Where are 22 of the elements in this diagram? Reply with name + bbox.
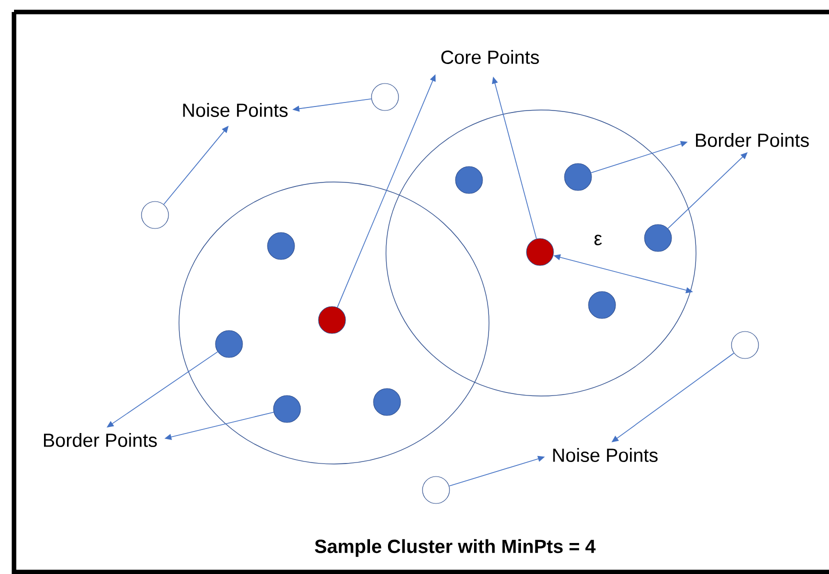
point <box>455 166 483 194</box>
label: Noise Points <box>553 448 658 462</box>
point <box>731 331 759 359</box>
point <box>215 330 243 358</box>
label: Border Points <box>696 133 809 147</box>
label: Core Points <box>441 50 539 64</box>
point <box>267 232 295 260</box>
edge-label: ε <box>592 234 604 246</box>
point <box>373 388 401 416</box>
point <box>422 476 450 504</box>
point <box>371 83 399 111</box>
point <box>318 306 346 334</box>
point <box>588 291 616 319</box>
point <box>526 238 554 266</box>
label: Noise Points <box>183 103 288 117</box>
point <box>644 224 672 252</box>
arrow <box>612 352 734 442</box>
point <box>273 395 301 423</box>
label: Border Points <box>44 433 157 447</box>
point <box>564 163 592 191</box>
point <box>141 201 169 229</box>
caption: Sample Cluster with MinPts = 4 <box>314 539 596 557</box>
